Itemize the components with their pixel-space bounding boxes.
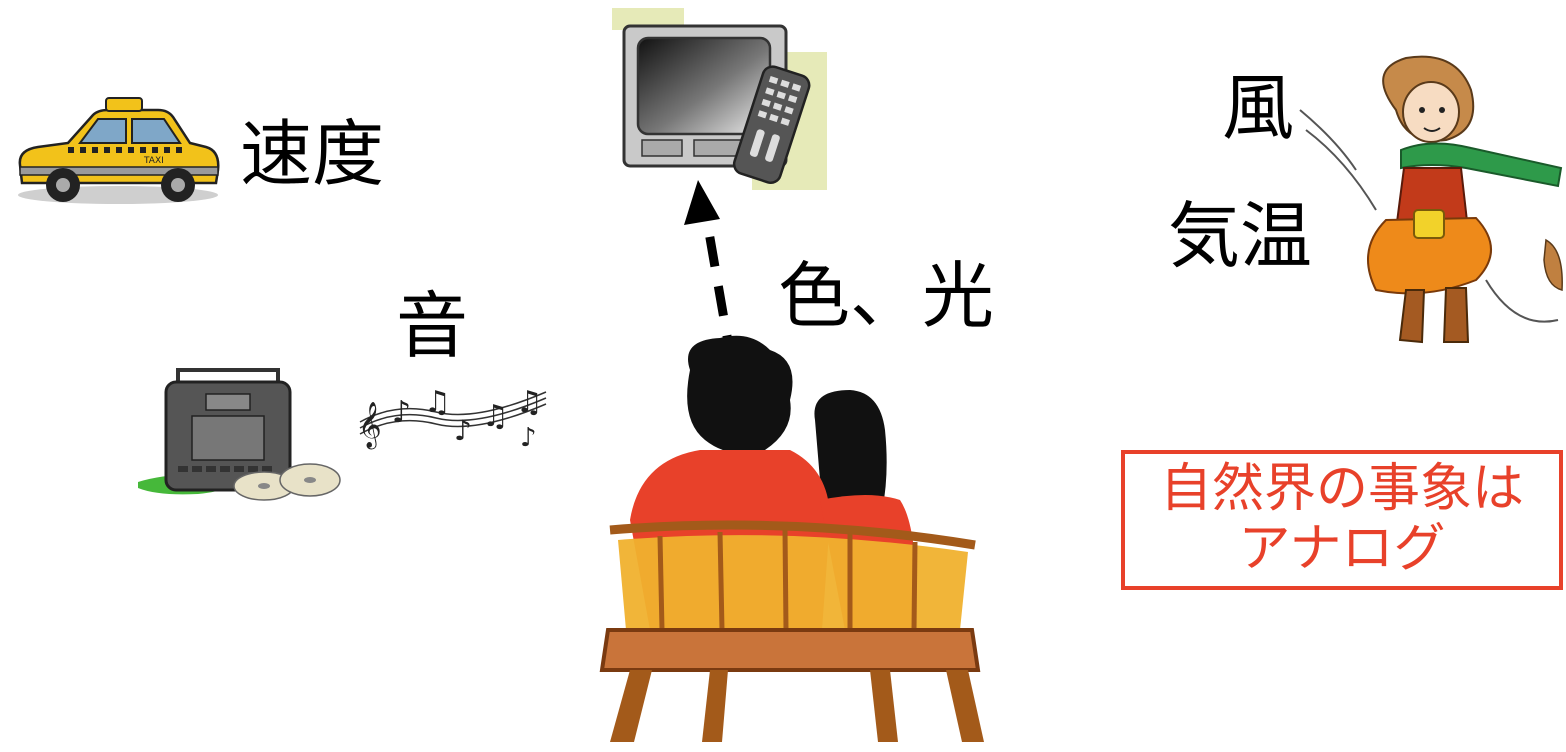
svg-text:♫: ♫ — [424, 385, 451, 420]
svg-text:♫: ♫ — [516, 385, 543, 420]
svg-text:♪: ♪ — [392, 395, 411, 430]
svg-text:♪: ♪ — [454, 414, 472, 447]
svg-text:♫: ♫ — [482, 399, 509, 434]
color-light-label: 色、光 — [778, 254, 995, 338]
taxi-icon: TAXI — [18, 97, 220, 204]
speed-label: 速度 — [240, 112, 385, 196]
svg-text:TAXI: TAXI — [143, 156, 164, 166]
callout-line2: アナログ — [1238, 519, 1446, 579]
wind-label: 風 — [1222, 66, 1295, 150]
girl-in-wind-icon — [1299, 55, 1563, 344]
boombox-icon — [138, 368, 341, 501]
sound-label: 音 — [396, 284, 469, 368]
analog-callout-box: 自然界の事象は アナログ — [1121, 450, 1563, 590]
svg-text:♪: ♪ — [520, 423, 537, 453]
svg-text:𝄞: 𝄞 — [358, 402, 382, 450]
music-notes-icon: 𝄞 ♪ ♫ ♪ ♫ ♫ ♪ — [358, 385, 547, 453]
tv-with-remote-icon — [612, 8, 827, 190]
callout-line1: 自然界の事象は — [1159, 459, 1524, 520]
temperature-label: 気温 — [1168, 194, 1313, 278]
couple-on-bench-icon — [599, 335, 984, 742]
